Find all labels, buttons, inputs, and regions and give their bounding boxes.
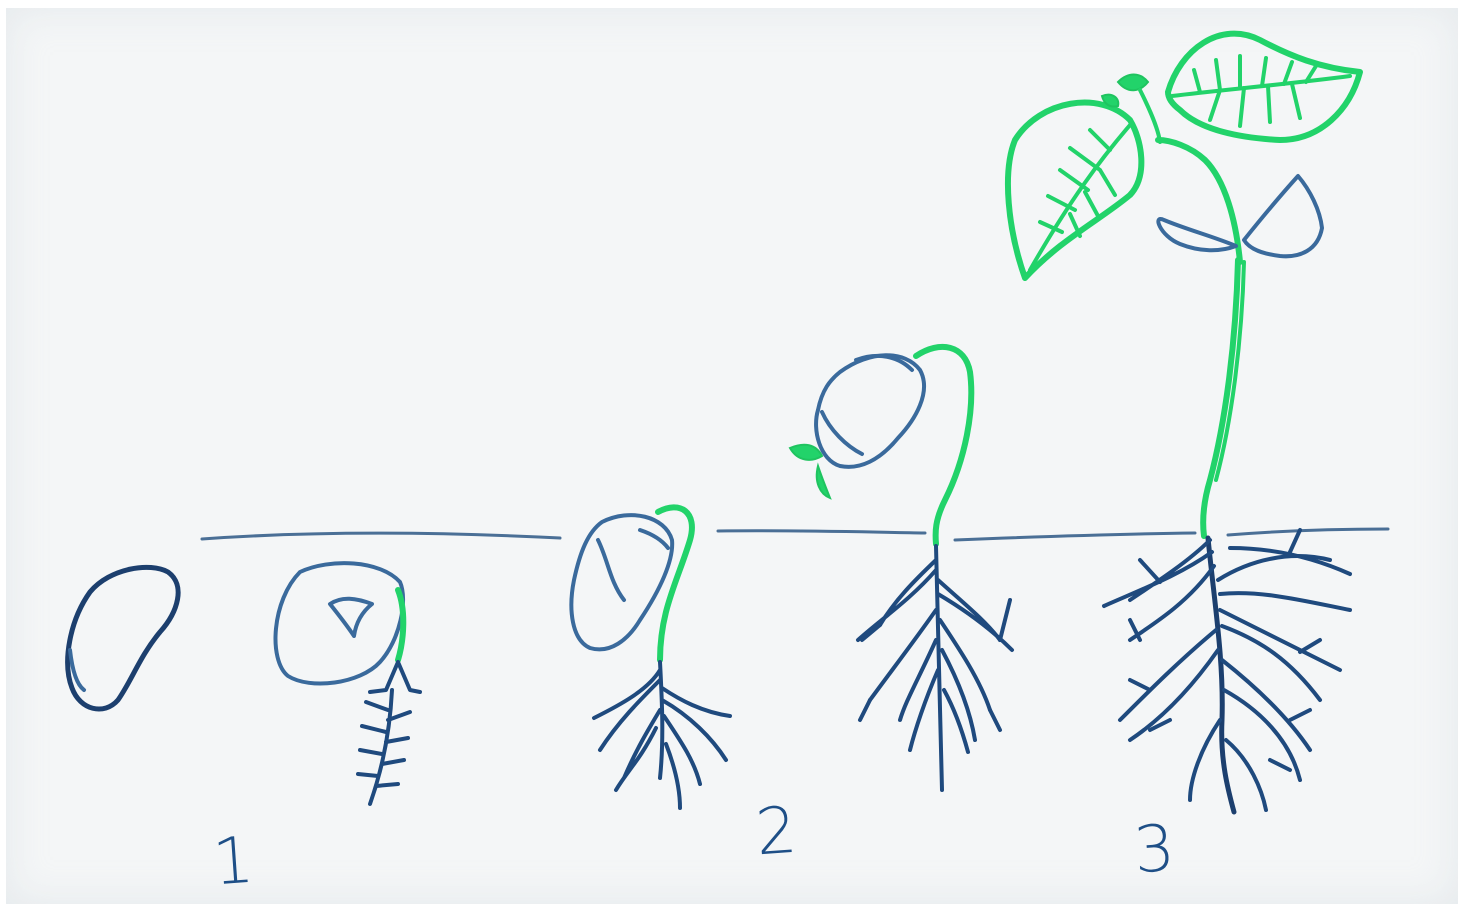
stage-label-1: 1 — [211, 829, 256, 896]
germinating-seed — [276, 563, 421, 804]
emerging-seedling — [571, 507, 730, 808]
young-bean-plant — [1008, 34, 1360, 812]
stage-label-3: 3 — [1132, 817, 1177, 884]
seedling-with-cotyledons — [790, 347, 1012, 790]
bean-seed — [68, 567, 178, 709]
stage-label-2: 2 — [754, 799, 799, 866]
